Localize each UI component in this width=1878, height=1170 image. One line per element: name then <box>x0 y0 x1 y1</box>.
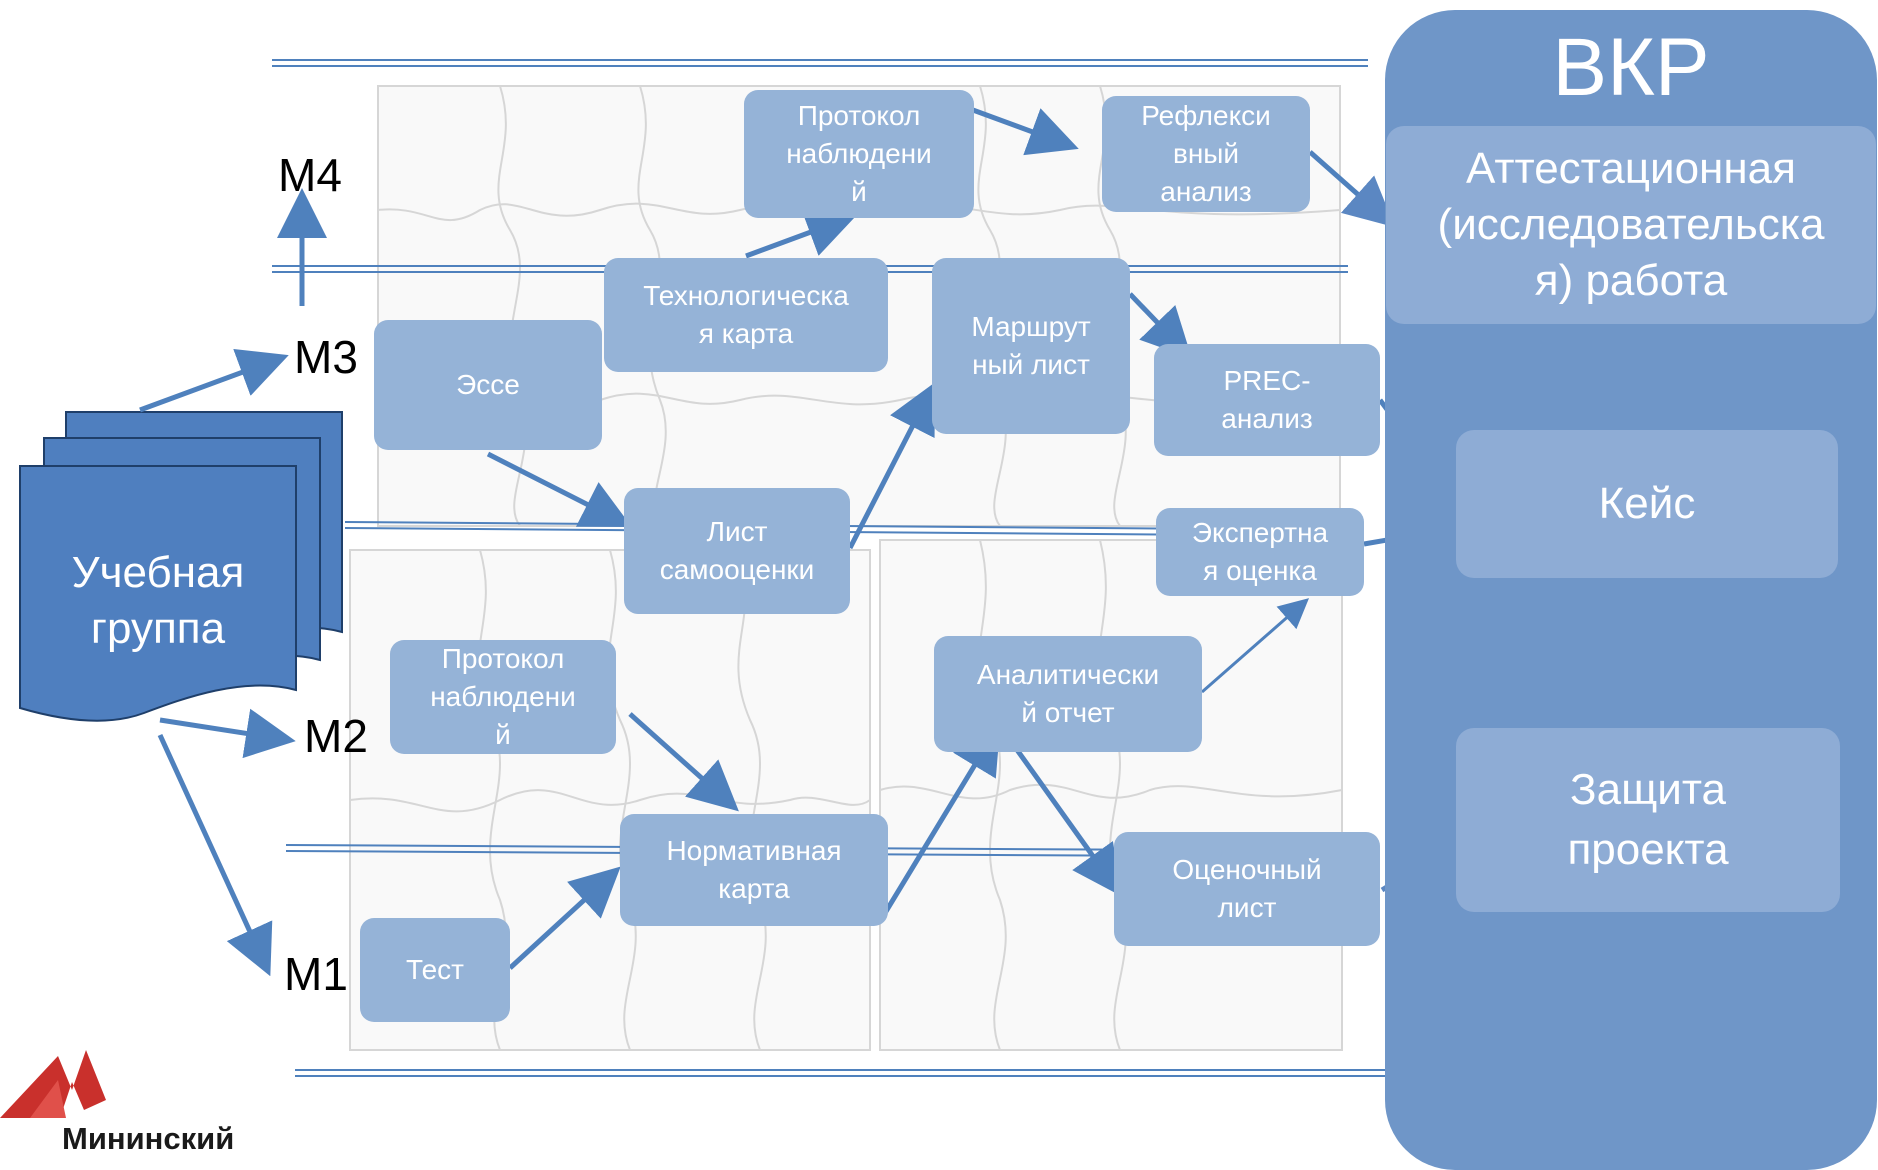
evaluation-sheet-box[interactable]: Оценочный лист <box>1114 832 1380 946</box>
self-assessment-box[interactable]: Лист самооценки <box>624 488 850 614</box>
arrow-analytical-to-evaluation <box>1007 738 1122 897</box>
analytical-report-box[interactable]: Аналитически й отчет <box>934 636 1202 752</box>
arrow-group-to-m3 <box>139 348 289 413</box>
arrow-normative-to-analytical <box>879 722 1001 920</box>
arrow-route-to-prec <box>1128 292 1192 359</box>
essay-box[interactable]: Эссе <box>374 320 602 450</box>
expert-assessment-box[interactable]: Экспертна я оценка <box>1156 508 1364 596</box>
arrow-tech-to-protocol <box>745 208 857 259</box>
test-box[interactable]: Тест <box>360 918 510 1022</box>
arrow-protocol-to-normative <box>628 712 739 812</box>
prec-analysis-box[interactable]: PREC- анализ <box>1154 344 1380 456</box>
observation-protocol-box-bottom[interactable]: Протокол наблюдени й <box>390 640 616 754</box>
normative-card-box[interactable]: Нормативная карта <box>620 814 888 926</box>
study-group-label: Учебная группа <box>71 548 245 653</box>
arrow-protocol-to-reflexive <box>961 103 1079 156</box>
attestation-work-box[interactable]: Аттестационная (исследовательска я) рабо… <box>1386 126 1876 324</box>
arrow-analytical-to-expert <box>1201 598 1310 694</box>
level-m3-label: М3 <box>294 331 358 383</box>
arrow-reflexive-to-vkr <box>1308 150 1395 228</box>
study-group-shape <box>19 411 343 722</box>
arrow-test-to-normative <box>508 866 621 970</box>
route-sheet-box[interactable]: Маршрут ный лист <box>932 258 1130 434</box>
arrow-self-to-route <box>847 382 936 550</box>
level-m2-label: М2 <box>304 710 368 762</box>
arrow-group-to-m2 <box>159 708 296 759</box>
case-box[interactable]: Кейс <box>1456 430 1838 578</box>
observation-protocol-box-top[interactable]: Протокол наблюдени й <box>744 90 974 218</box>
vkr-title: ВКР <box>1552 22 1710 113</box>
arrow-group-to-m1 <box>157 733 273 977</box>
project-defense-box[interactable]: Защита проекта <box>1456 728 1840 912</box>
university-logo-mark <box>0 1050 106 1118</box>
tech-card-box[interactable]: Технологическа я карта <box>604 258 888 372</box>
level-m4-label: М4 <box>278 149 342 201</box>
university-logo-text: Мининский <box>62 1121 235 1156</box>
reflexive-analysis-box[interactable]: Рефлекси вный анализ <box>1102 96 1310 212</box>
level-m1-label: М1 <box>284 948 348 1000</box>
arrow-essay-to-self <box>486 451 632 528</box>
